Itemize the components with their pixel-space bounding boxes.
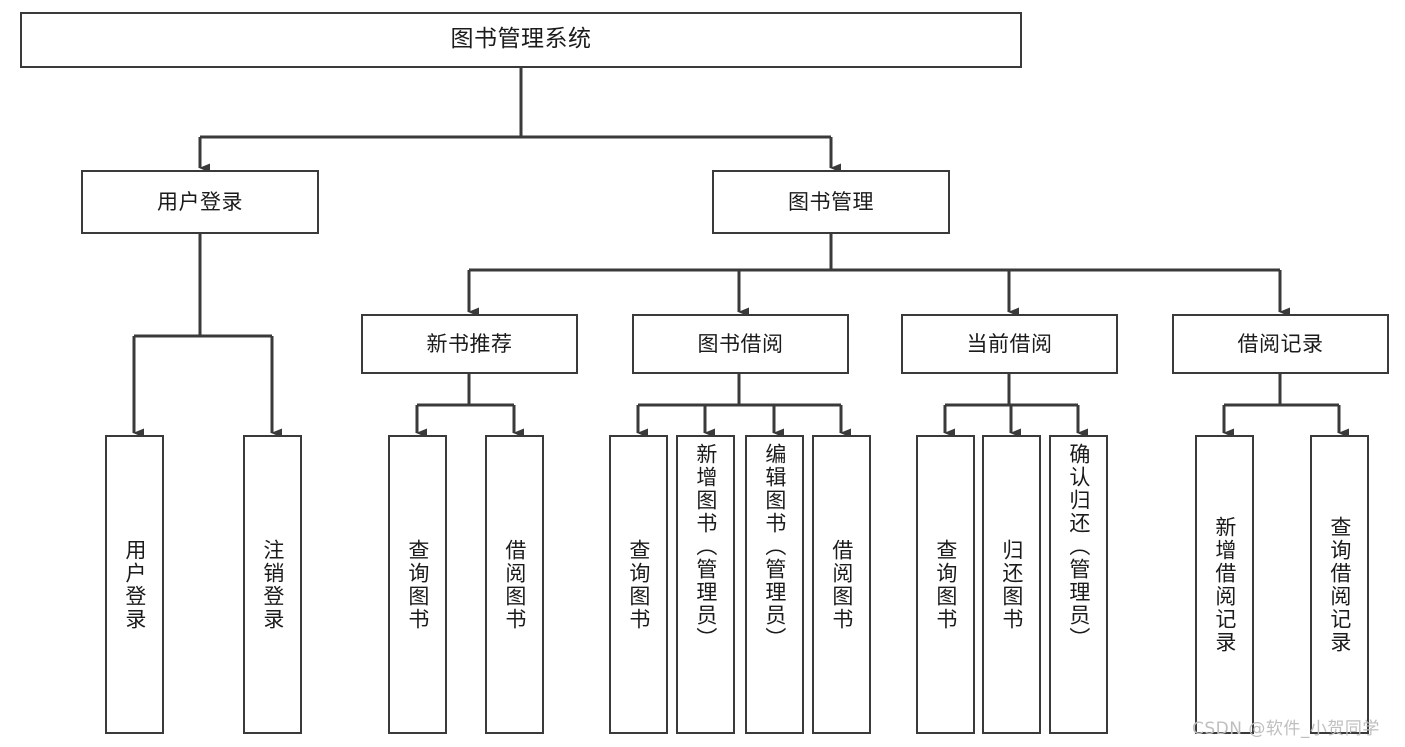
csdn-watermark: CSDN @软件_小贺同学 [1192,719,1380,739]
node-label-leaf-return-book: 归还图书 [999,538,1024,631]
node-label-leaf-query-book-current: 查询图书 [933,538,958,631]
node-label-leaf-borrow-book-rec: 借阅图书 [502,538,527,631]
node-leaf-add-book: 新增图书（管理员） [676,435,735,734]
node-label-leaf-user-logout: 注销登录 [260,538,285,631]
node-leaf-query-record: 查询借阅记录 [1310,435,1369,734]
node-borrow-record: 借阅记录 [1172,314,1389,374]
node-leaf-query-book-current: 查询图书 [916,435,975,734]
node-leaf-user-login: 用户登录 [105,435,164,734]
node-new-book-rec: 新书推荐 [361,314,578,374]
node-leaf-confirm-return: 确认归还（管理员） [1049,435,1108,734]
node-label-new-book-rec: 新书推荐 [426,331,513,356]
node-label-book-manage: 图书管理 [788,189,874,214]
node-leaf-add-record: 新增借阅记录 [1195,435,1254,734]
node-label-leaf-user-login: 用户登录 [122,538,147,631]
node-label-user-login: 用户登录 [157,189,243,214]
node-label-root: 图书管理系统 [450,26,592,53]
node-label-book-borrow: 图书借阅 [697,331,784,356]
node-label-leaf-query-record: 查询借阅记录 [1327,515,1352,654]
node-book-borrow: 图书借阅 [632,314,849,374]
node-user-login: 用户登录 [81,170,319,234]
node-label-leaf-add-book: 新增图书（管理员） [693,443,718,650]
node-label-current-borrow: 当前借阅 [966,331,1053,356]
node-label-borrow-record: 借阅记录 [1237,331,1324,356]
node-current-borrow: 当前借阅 [901,314,1118,374]
node-label-leaf-add-record: 新增借阅记录 [1212,515,1237,654]
node-leaf-return-book: 归还图书 [982,435,1041,734]
node-label-leaf-query-book-rec: 查询图书 [405,538,430,631]
node-leaf-user-logout: 注销登录 [243,435,302,734]
node-leaf-query-book-borrow: 查询图书 [609,435,668,734]
node-leaf-borrow-book: 借阅图书 [812,435,871,734]
node-root: 图书管理系统 [20,12,1022,68]
node-label-leaf-query-book-borrow: 查询图书 [626,538,651,631]
node-label-leaf-confirm-return: 确认归还（管理员） [1066,443,1091,650]
node-label-leaf-edit-book: 编辑图书（管理员） [762,443,787,650]
node-leaf-borrow-book-rec: 借阅图书 [485,435,544,734]
node-leaf-edit-book: 编辑图书（管理员） [745,435,804,734]
node-label-leaf-borrow-book: 借阅图书 [829,538,854,631]
node-book-manage: 图书管理 [712,170,950,234]
node-leaf-query-book-rec: 查询图书 [388,435,447,734]
